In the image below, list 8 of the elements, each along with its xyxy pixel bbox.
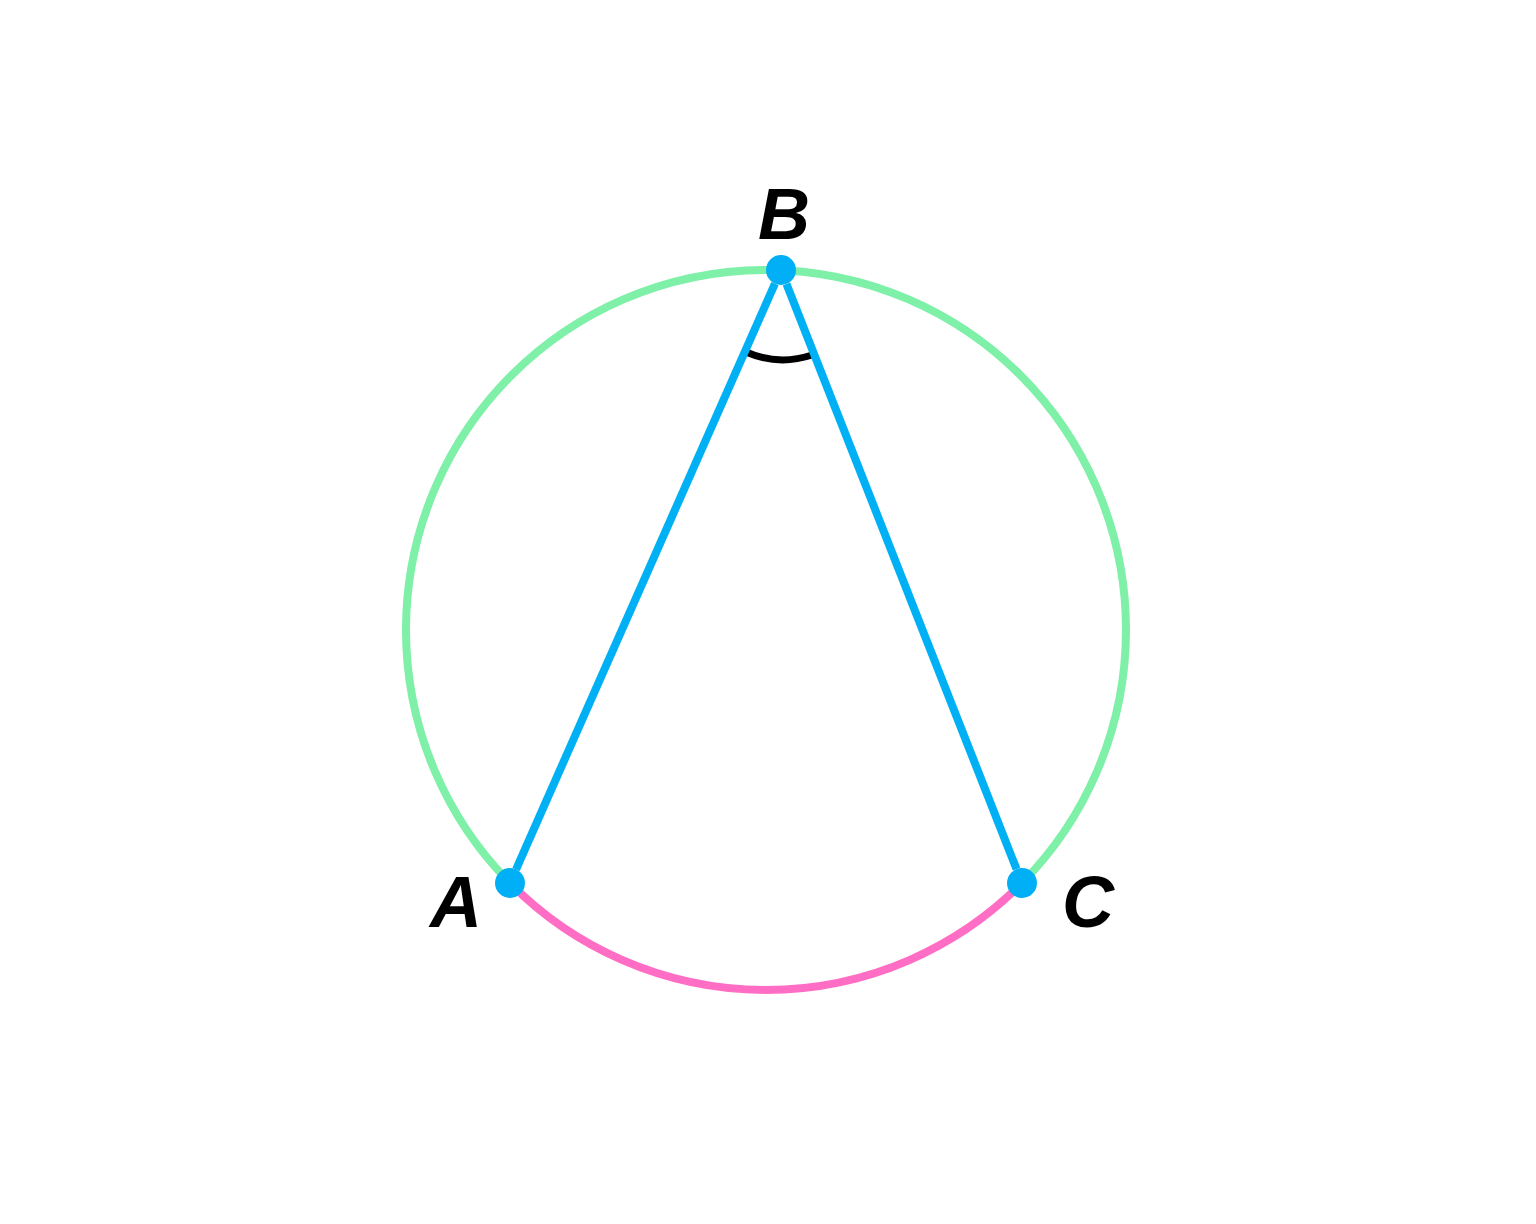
chord-line [782, 282, 1021, 871]
chord-line [512, 282, 779, 871]
point-label: A [430, 866, 482, 938]
point-dot [766, 255, 796, 285]
point-dot [1007, 868, 1037, 898]
point-dot [495, 868, 525, 898]
point-label: B [758, 178, 810, 250]
point-label: C [1062, 866, 1114, 938]
